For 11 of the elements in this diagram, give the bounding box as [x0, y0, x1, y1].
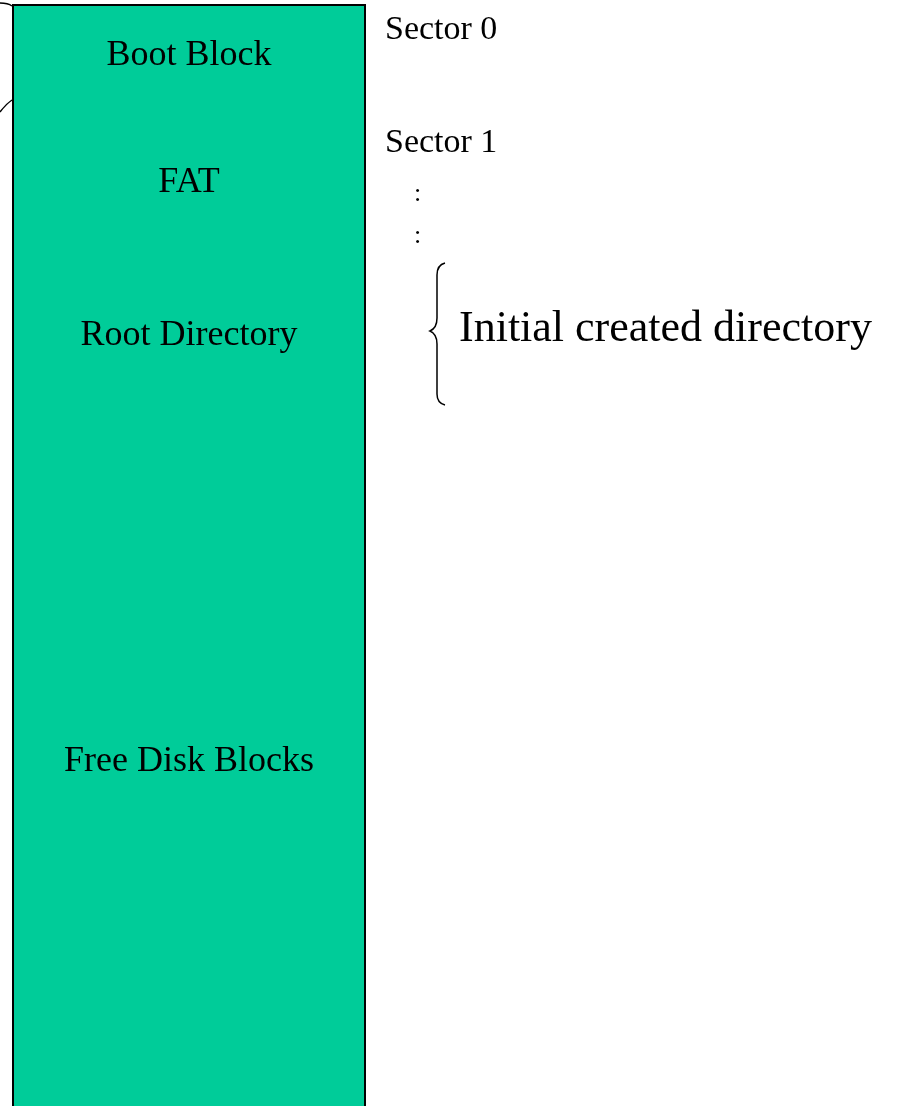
free-blocks-region: [12, 405, 366, 1106]
brace-label: Initial created directory: [459, 305, 872, 349]
sector-label: Sector 0: [385, 11, 498, 45]
ellipsis-mark: :: [414, 180, 422, 206]
sector-label: Sector 1: [385, 124, 498, 158]
region-label: Boot Block: [106, 32, 272, 74]
boot-block-region: [12, 4, 366, 102]
region-label: Root Directory: [80, 311, 298, 354]
ellipsis-mark: :: [414, 222, 422, 248]
region-label: Free Disk Blocks: [64, 738, 314, 780]
region-label: FAT: [158, 159, 220, 201]
